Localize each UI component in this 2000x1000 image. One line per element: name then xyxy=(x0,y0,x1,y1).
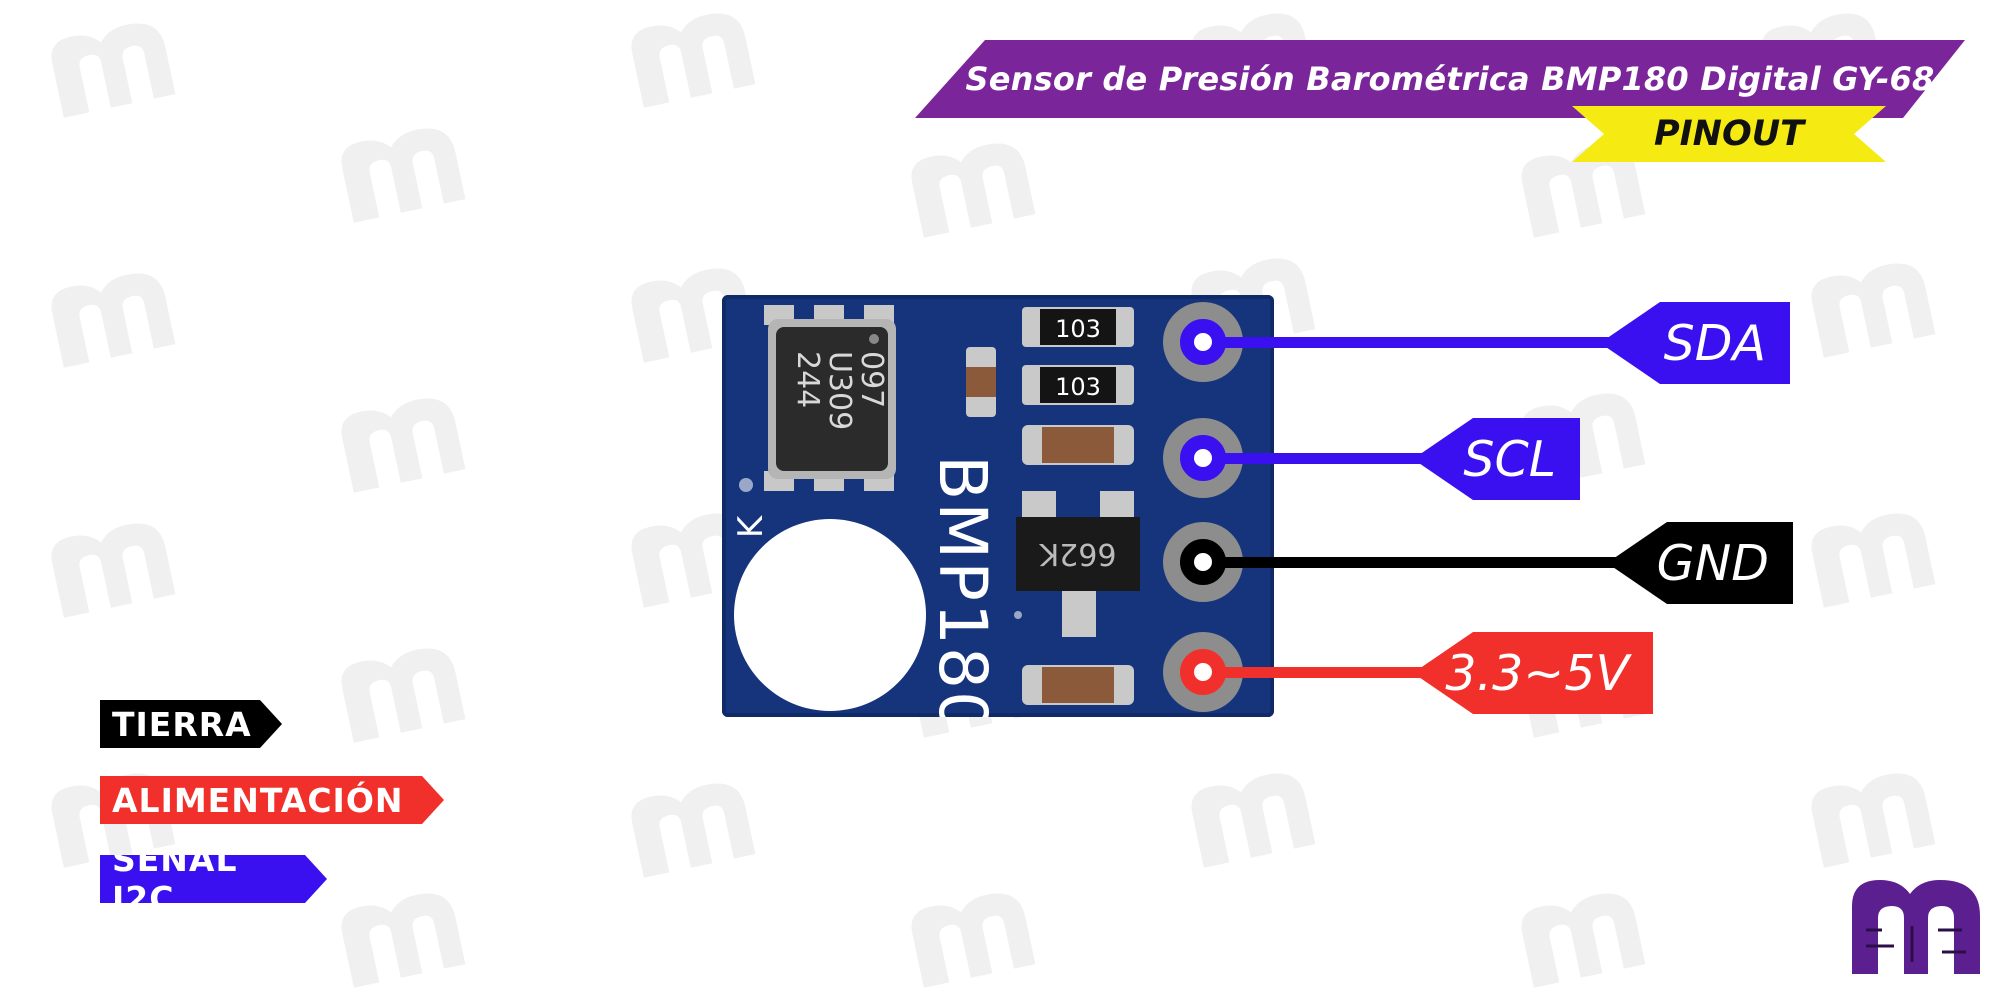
watermark-m-icon xyxy=(330,385,480,495)
regulator-chip xyxy=(1016,517,1140,591)
watermark-m-icon xyxy=(330,635,480,745)
board-label: BMP180 xyxy=(924,455,1001,717)
watermark-m-icon xyxy=(330,880,480,990)
m-logo-icon xyxy=(1852,880,1980,974)
pin-label-1: SDA xyxy=(1600,302,1790,384)
watermark-m-icon xyxy=(1800,250,1950,360)
pin-connector-line xyxy=(1203,337,1620,348)
watermark-m-icon xyxy=(40,510,190,620)
sensor-chip xyxy=(776,327,888,471)
pin-marker-dot xyxy=(1194,553,1212,571)
pin-marker xyxy=(1180,539,1226,585)
pin-connector-line xyxy=(1203,557,1627,568)
legend-item-power: ALIMENTACIÓN xyxy=(100,776,444,824)
watermark-m-icon xyxy=(620,255,770,365)
title-banner xyxy=(915,40,1965,118)
board-components: 244 U309 097 103 103 662K K BMP180 xyxy=(731,305,1140,717)
pin-label-2: SCL xyxy=(1413,418,1580,500)
pin-connector-line xyxy=(1203,453,1433,464)
pin-label-3: GND xyxy=(1607,522,1793,604)
regulator-code: 662K xyxy=(1038,536,1116,571)
watermark-m-icon xyxy=(1510,130,1660,240)
watermark-m-icon xyxy=(1180,760,1330,870)
pin-label-4: 3.3~5V xyxy=(1413,632,1653,714)
pinout-subtitle: PINOUT xyxy=(1653,114,1804,154)
pin-connector-line xyxy=(1203,667,1433,678)
legend-item-signal: SEÑAL I2C xyxy=(100,855,327,903)
legend-item-ground: TIERRA xyxy=(100,700,282,748)
sensor-marking: 097 xyxy=(854,351,889,408)
pin-marker-dot xyxy=(1194,449,1212,467)
watermark-m-icon xyxy=(330,115,480,225)
watermark-m-icon xyxy=(1800,500,1950,610)
watermark-m-icon xyxy=(620,770,770,880)
pin-marker-dot xyxy=(1194,663,1212,681)
pinout-banner xyxy=(1572,106,1886,162)
k-marking: K xyxy=(731,514,771,538)
watermark-m-icon xyxy=(900,880,1050,990)
watermark-m-icon xyxy=(40,10,190,120)
resistor-code: 103 xyxy=(1055,373,1101,401)
pin-marker-dot xyxy=(1194,333,1212,351)
watermark-m-icon xyxy=(900,130,1050,240)
resistor-code: 103 xyxy=(1055,315,1101,343)
watermark-m-icon xyxy=(40,260,190,370)
watermark-m-icon xyxy=(1510,880,1660,990)
page-title: Sensor de Presión Barométrica BMP180 Dig… xyxy=(965,60,1935,98)
mounting-hole xyxy=(734,519,926,711)
sensor-marking: 244 xyxy=(790,351,825,408)
watermark-m-icon xyxy=(1800,760,1950,870)
sensor-marking: U309 xyxy=(822,351,857,430)
pin-marker xyxy=(1180,435,1226,481)
pin-marker xyxy=(1180,319,1226,365)
watermark-m-icon xyxy=(620,0,770,110)
pin-marker xyxy=(1180,649,1226,695)
